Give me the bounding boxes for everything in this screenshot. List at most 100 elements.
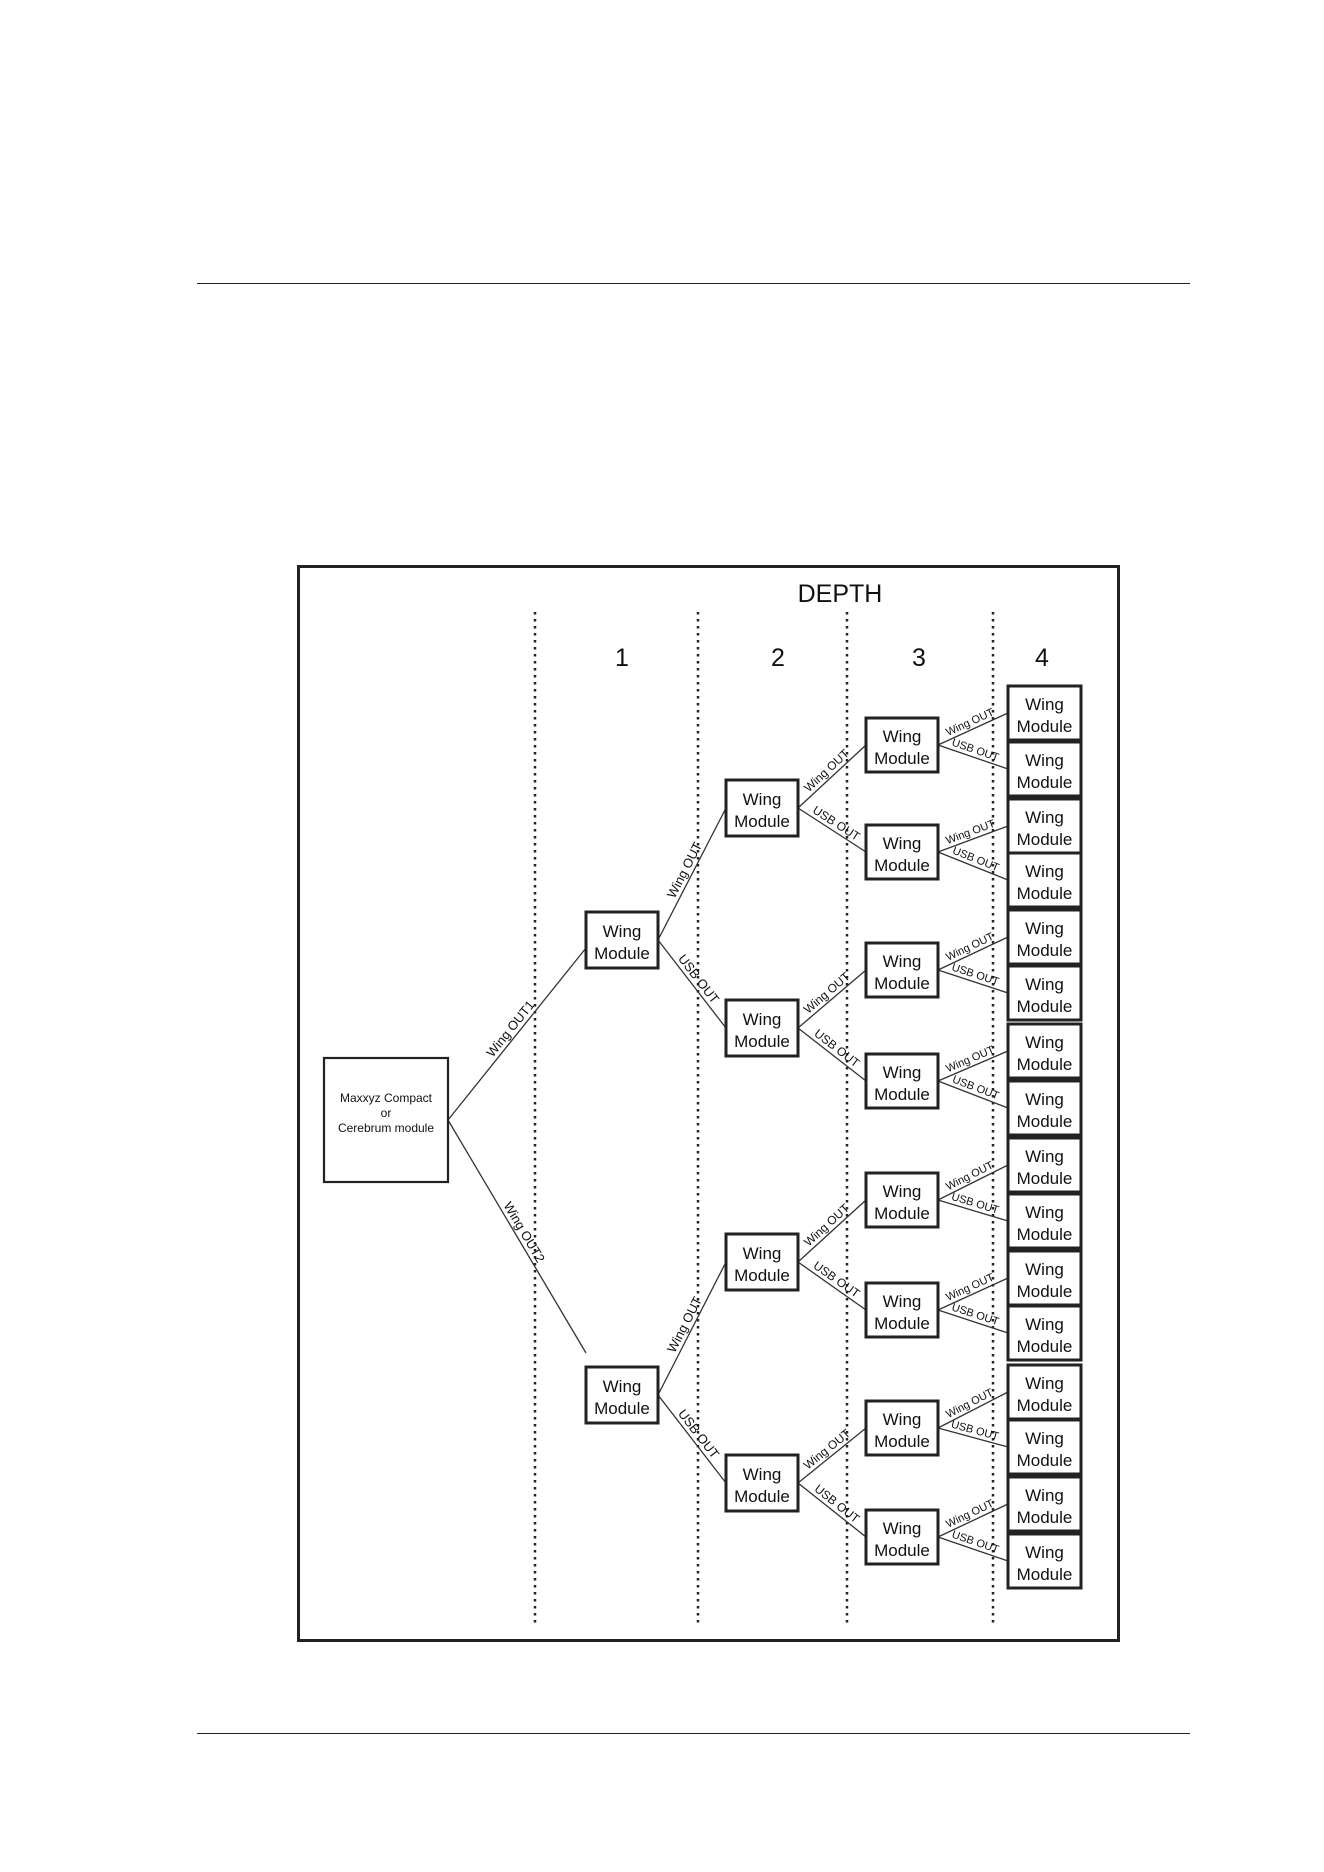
connection-line (937, 1199, 1009, 1222)
connection-line (937, 936, 1009, 971)
depth-column-label: 1 (615, 644, 629, 672)
svg-text:Module: Module (1017, 1565, 1073, 1584)
svg-text:Wing: Wing (1025, 1203, 1064, 1222)
svg-text:Module: Module (1017, 1282, 1073, 1301)
connection-line (447, 1119, 587, 1354)
connection-label: Wing OUT (664, 840, 705, 901)
svg-text:Module: Module (1017, 997, 1073, 1016)
connection-line (797, 969, 867, 1029)
svg-text:Module: Module (734, 1487, 790, 1506)
svg-text:Module: Module (1017, 941, 1073, 960)
svg-text:Module: Module (1017, 1225, 1073, 1244)
connection-line (937, 1503, 1009, 1538)
svg-text:Module: Module (734, 812, 790, 831)
footer-rule (197, 1733, 1190, 1734)
connection-line (797, 1199, 867, 1263)
connection-label: Wing OUT (801, 1426, 854, 1473)
connection-line (797, 1482, 867, 1538)
svg-text:Module: Module (1017, 1112, 1073, 1131)
connection-line (937, 1427, 1009, 1448)
svg-text:Wing: Wing (743, 790, 782, 809)
connection-line (937, 1309, 1009, 1334)
svg-text:Wing: Wing (1025, 1315, 1064, 1334)
connection-label: Wing OUT (944, 1159, 996, 1193)
connection-label: USB OUT (810, 803, 863, 844)
diagram-frame (297, 565, 1120, 1642)
svg-text:Wing: Wing (883, 727, 922, 746)
connection-line (797, 744, 867, 809)
svg-text:Wing: Wing (883, 834, 922, 853)
connection-line (937, 969, 1009, 994)
svg-text:Wing: Wing (1025, 1147, 1064, 1166)
connection-label: USB OUT (812, 1026, 863, 1070)
svg-text:Module: Module (1017, 1451, 1073, 1470)
svg-text:Module: Module (594, 944, 650, 963)
connection-line (937, 744, 1009, 770)
svg-text:Module: Module (874, 856, 930, 875)
connection-line (657, 1261, 727, 1396)
depth-title: DEPTH (798, 580, 883, 608)
connection-line (657, 939, 727, 1029)
svg-text:Wing: Wing (883, 1519, 922, 1538)
svg-text:Module: Module (874, 1541, 930, 1560)
svg-text:Wing: Wing (883, 1182, 922, 1201)
svg-text:Wing: Wing (1025, 695, 1064, 714)
connection-line (797, 1427, 867, 1484)
connection-line (937, 1536, 1009, 1562)
svg-text:Module: Module (1017, 1055, 1073, 1074)
connection-label: Wing OUT1 (483, 998, 537, 1060)
connection-label: Wing OUT (944, 1387, 995, 1421)
connection-label: USB OUT (950, 1419, 1001, 1443)
svg-text:Wing: Wing (743, 1244, 782, 1263)
svg-text:Module: Module (874, 1085, 930, 1104)
svg-text:Module: Module (734, 1266, 790, 1285)
svg-text:Module: Module (874, 749, 930, 768)
connection-line (937, 1080, 1009, 1109)
svg-text:or: or (381, 1106, 392, 1120)
header-rule (197, 283, 1190, 284)
svg-text:Wing: Wing (1025, 975, 1064, 994)
svg-text:Wing: Wing (883, 1292, 922, 1311)
connection-label: Wing OUT2 (501, 1199, 549, 1265)
connection-label: Wing OUT (944, 1498, 996, 1531)
connection-label: Wing OUT (664, 1294, 705, 1355)
connection-line (657, 1394, 727, 1484)
svg-text:Module: Module (1017, 1508, 1073, 1527)
connection-line (657, 807, 727, 941)
svg-text:Wing: Wing (883, 952, 922, 971)
svg-text:Wing: Wing (1025, 1486, 1064, 1505)
svg-text:Wing: Wing (603, 1377, 642, 1396)
svg-text:Module: Module (1017, 1396, 1073, 1415)
svg-text:Wing: Wing (1025, 919, 1064, 938)
connection-line (937, 1391, 1009, 1429)
svg-text:Wing: Wing (1025, 862, 1064, 881)
connection-label: Wing OUT (801, 1201, 852, 1250)
svg-text:Cerebrum module: Cerebrum module (338, 1121, 434, 1135)
svg-text:Wing: Wing (1025, 1374, 1064, 1393)
svg-text:Module: Module (734, 1032, 790, 1051)
svg-text:Wing: Wing (743, 1010, 782, 1029)
connection-line (797, 1261, 867, 1311)
svg-text:Maxxyz Compact: Maxxyz Compact (340, 1091, 433, 1105)
svg-text:Module: Module (874, 1432, 930, 1451)
connection-label: USB OUT (812, 1482, 863, 1527)
svg-text:Module: Module (1017, 1169, 1073, 1188)
